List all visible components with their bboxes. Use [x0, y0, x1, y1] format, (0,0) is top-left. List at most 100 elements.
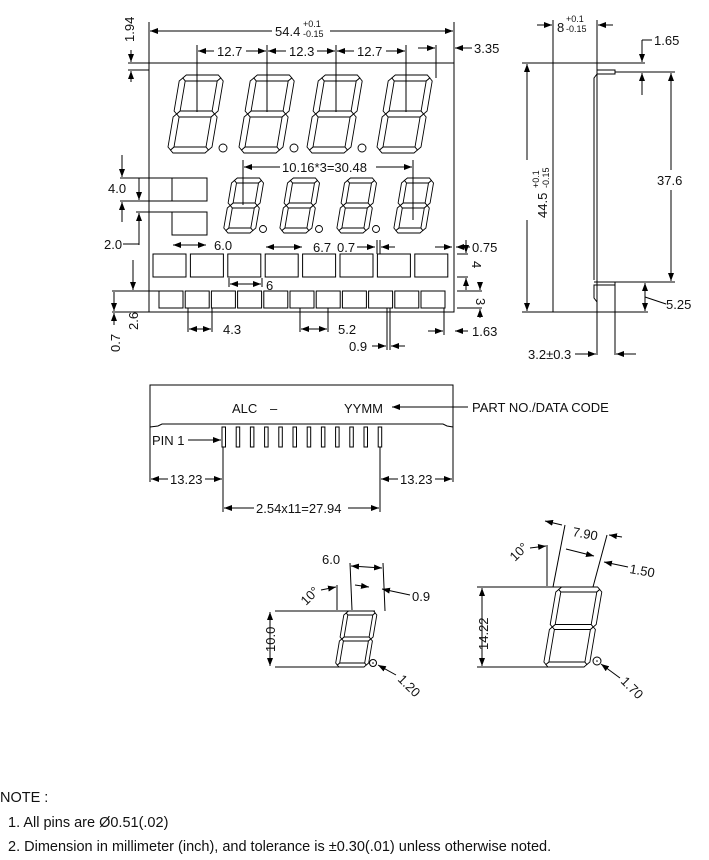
digit-segment: [233, 177, 263, 184]
pad: [339, 253, 374, 278]
left-margin-label: 13.23: [170, 472, 203, 487]
digit-segment: [282, 77, 295, 115]
right-offset-label: 3.35: [474, 41, 499, 56]
height-tol-plus: +0.1: [531, 170, 541, 188]
pin: [235, 426, 241, 448]
height-tol-minus: -0.15: [541, 167, 551, 188]
pad-gap-label: 0.7: [337, 240, 355, 255]
bottom-view: ALC – YYMM PART NO./DATA CODE PIN 1 13.2…: [149, 384, 609, 516]
pin-row: [221, 426, 383, 448]
bottom-margin-label: 0.7: [108, 334, 123, 352]
pin-pad: [184, 290, 210, 309]
pad-width-label: 6.7: [313, 240, 331, 255]
digit-segment: [240, 146, 281, 154]
front-view: 54.4 +0.1 -0.15 1.94 12.7 12.3 12.7 3.35…: [104, 17, 499, 354]
pin: [292, 426, 297, 448]
seven-segment-digit: [223, 177, 267, 234]
marking-callout-label: PART NO./DATA CODE: [472, 400, 609, 415]
digit-segment: [420, 204, 430, 232]
pin-pad: [210, 290, 236, 309]
pin1-label: PIN 1: [152, 433, 185, 448]
pin-pad-width-label: 4.3: [223, 322, 241, 337]
width-tol-plus: +0.1: [303, 19, 321, 29]
pin-pad: [315, 290, 341, 309]
large-height-label: 14.22: [476, 617, 491, 650]
digit-pitch-2: 12.3: [289, 44, 314, 59]
pin-pad-pitch-label: 5.2: [338, 322, 356, 337]
digit-segment: [283, 179, 293, 207]
marking-left: ALC: [232, 401, 257, 416]
box-height-label: 4.0: [108, 181, 126, 196]
digit-segment: [173, 77, 186, 115]
pin: [335, 426, 340, 448]
decimal-point: [289, 143, 299, 153]
pin-pad: [263, 290, 289, 309]
digit-segment: [395, 227, 424, 234]
digit-segment: [391, 74, 431, 82]
digit-segment: [289, 177, 319, 184]
digit-segment: [584, 626, 596, 666]
digit-segment: [314, 110, 355, 118]
seven-segment-digit: [335, 610, 378, 668]
marking-right: YYMM: [344, 401, 383, 416]
pin-pad-height-label: 3: [473, 298, 488, 305]
digit-segment: [285, 202, 314, 209]
pin-pad: [158, 290, 184, 309]
digit-segment: [229, 202, 258, 209]
marking-dash: –: [270, 401, 278, 416]
digit-segment: [399, 202, 428, 209]
digit-segment: [205, 113, 218, 151]
pad: [227, 253, 262, 278]
small-digit-pitch-label: 10.16*3=30.48: [282, 160, 367, 175]
small-segment-width-label: 0.9: [412, 589, 430, 604]
digit-segment: [169, 146, 210, 154]
digit-segment: [414, 113, 427, 151]
digit-segment: [225, 227, 254, 234]
digit-segment: [393, 204, 403, 232]
digit-segment: [338, 227, 367, 234]
bottom-body-outline: [149, 384, 454, 428]
side-view: 8 +0.1 -0.15 44.5 +0.1 -0.15 1.65 37.6 5…: [522, 14, 691, 362]
seven-segment-digit: [306, 74, 367, 154]
digit-segment: [397, 179, 407, 207]
decimal-point: [357, 143, 367, 153]
digit-segment: [308, 146, 349, 154]
digit-segment: [339, 612, 349, 640]
seven-segment-digit: [336, 177, 380, 234]
digit-segment: [167, 113, 180, 151]
small-dp-label: 1.20: [395, 672, 424, 701]
digit-segment: [420, 77, 433, 115]
digit-segment: [211, 77, 224, 115]
digit-segment: [336, 662, 367, 668]
digit-segment: [336, 204, 346, 232]
large-angle-label: 10°: [507, 540, 532, 565]
seven-segment-digit: [543, 586, 603, 668]
digit-segment: [227, 179, 237, 207]
thickness-tol-plus: +0.1: [566, 14, 584, 24]
box-width-label: 6.0: [214, 238, 232, 253]
digit-segment: [368, 612, 378, 640]
small-height-label: 10.0: [263, 627, 278, 652]
pin: [264, 426, 269, 448]
step-bottom-label: 5.25: [666, 297, 691, 312]
pin-pad-row: [158, 290, 446, 309]
pin-span-label: 2.54x11=27.94: [256, 501, 341, 516]
pin: [306, 426, 312, 448]
digit-pitch-1: 12.7: [217, 44, 242, 59]
digit-segment: [543, 626, 555, 666]
pad: [376, 253, 411, 278]
seven-segment-digit: [167, 74, 228, 154]
overall-width-label: 54.4: [275, 24, 300, 39]
pin-pad: [394, 290, 420, 309]
pad-pitch-label: 6: [266, 278, 273, 293]
digit-segment: [276, 113, 289, 151]
inner-height-label: 37.6: [657, 173, 682, 188]
decimal-point: [372, 225, 380, 233]
digit-segment: [376, 113, 389, 151]
decimal-point: [218, 143, 228, 153]
digit-segment: [363, 204, 373, 232]
digit-segment: [182, 74, 222, 82]
digit-segment: [342, 202, 371, 209]
large-digit-group: [167, 74, 433, 154]
